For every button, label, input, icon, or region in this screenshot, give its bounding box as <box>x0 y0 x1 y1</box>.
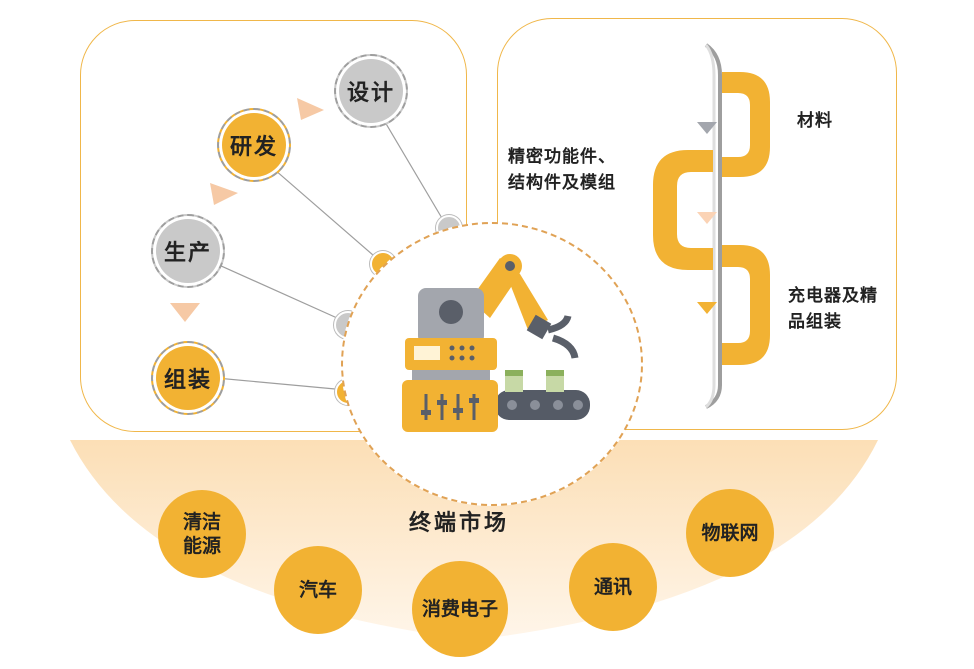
node-design: 设计 <box>334 54 408 128</box>
terminal-market-title: 终端市场 <box>409 510 510 536</box>
node-assembly: 组装 <box>151 341 225 415</box>
node-production-label: 生产 <box>163 240 212 266</box>
market-clean-energy: 清洁 能源 <box>158 490 246 578</box>
label-charger-assembly: 充电器及精 品组装 <box>788 286 878 332</box>
market-telecom: 通讯 <box>569 543 657 631</box>
node-design-label: 设计 <box>346 80 395 106</box>
node-assembly-label: 组装 <box>163 367 212 393</box>
node-production: 生产 <box>151 214 225 288</box>
market-automotive: 汽车 <box>274 546 362 634</box>
market-consumer-electronics: 消费电子 <box>412 561 508 657</box>
arrow-triangle <box>170 303 200 322</box>
label-material: 材料 <box>797 111 833 131</box>
node-rnd: 研发 <box>217 108 291 182</box>
node-rnd-label: 研发 <box>229 134 278 160</box>
arrow-triangle <box>210 183 238 205</box>
market-iot: 物联网 <box>686 489 774 577</box>
arrow-triangle <box>297 98 324 120</box>
label-precision-parts: 精密功能件、 结构件及模组 <box>508 147 616 193</box>
